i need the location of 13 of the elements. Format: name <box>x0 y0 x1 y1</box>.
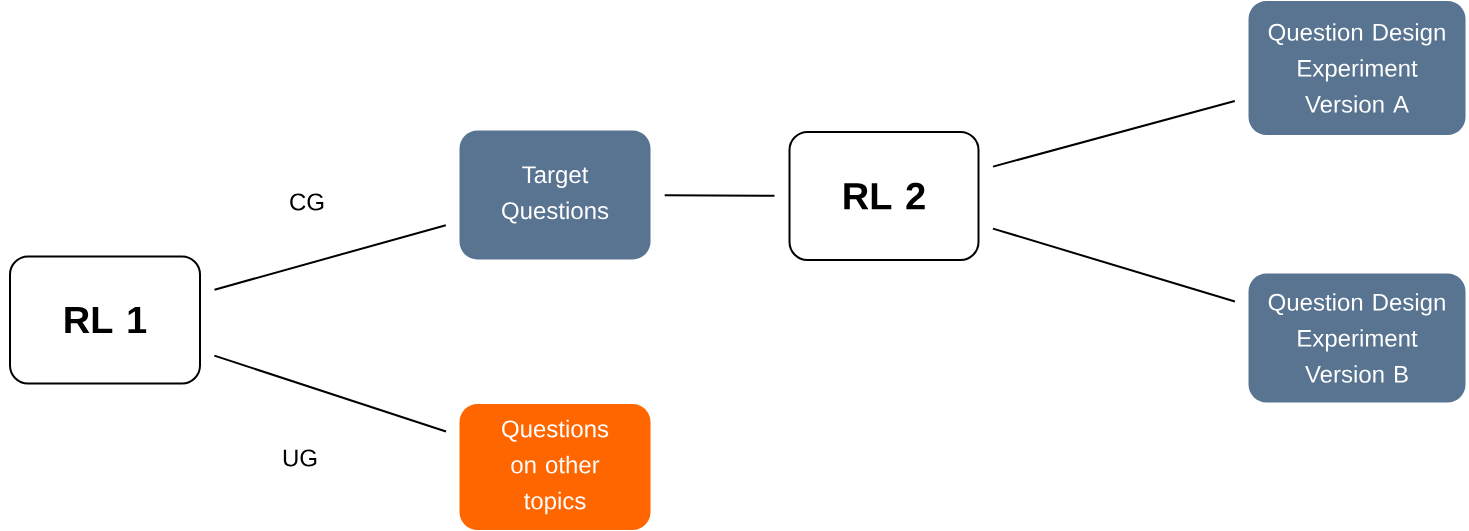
edge-label: CG <box>287 191 327 213</box>
edge-label: UG <box>280 447 320 469</box>
topic-box: Questions on other topics <box>459 404 651 530</box>
connector-line <box>992 99 1236 168</box>
topic-box: Question Design Experiment Version A <box>1248 1 1466 135</box>
topic-box: Question Design Experiment Version B <box>1248 273 1466 403</box>
connector-line <box>663 194 776 197</box>
process-box: RL 2 <box>788 131 980 261</box>
connector-line <box>213 354 447 433</box>
process-box: RL 1 <box>9 255 201 385</box>
connector-line <box>213 224 447 291</box>
topic-box: Target Questions <box>459 130 651 260</box>
connector-line <box>991 227 1236 303</box>
